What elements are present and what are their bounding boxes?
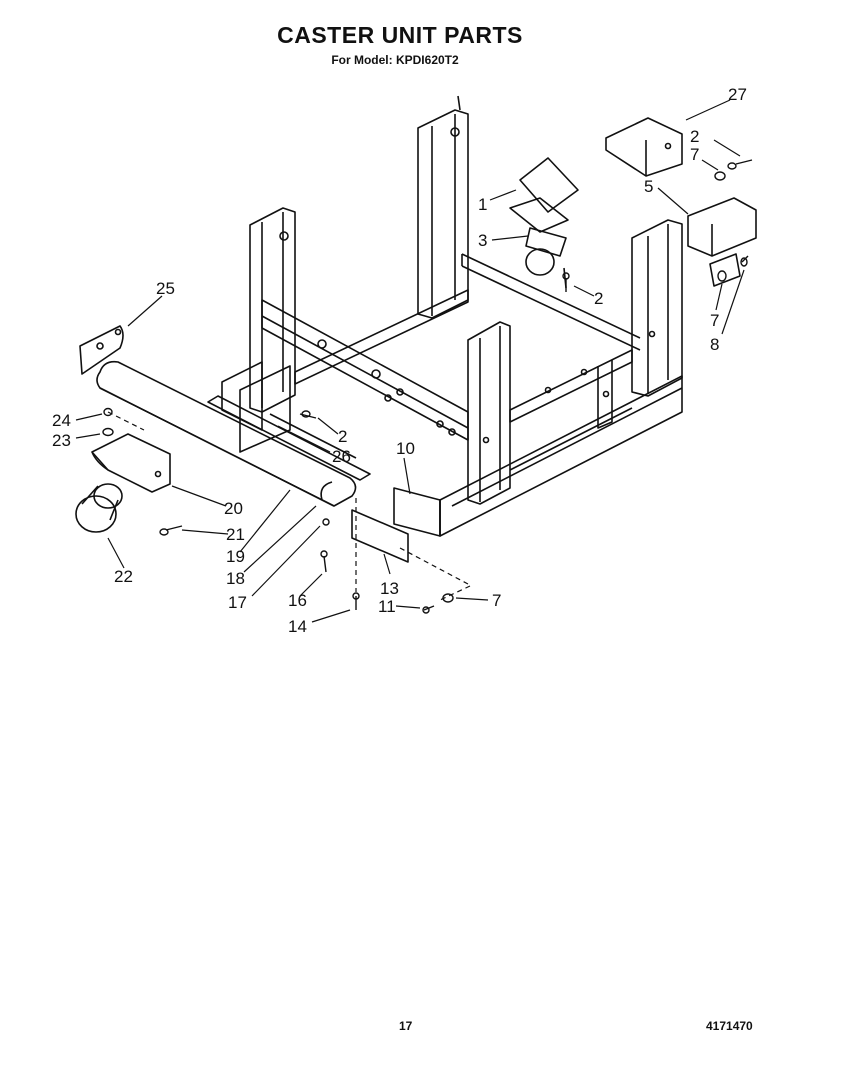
right-side-rail — [509, 349, 633, 429]
callout-14: 14 — [288, 617, 307, 636]
callout-25: 25 — [156, 279, 175, 298]
callout-numbers: 27 2 7 5 1 3 2 7 8 25 24 23 2 26 10 20 2… — [52, 85, 747, 636]
callout-11: 11 — [378, 597, 396, 616]
page-title: CASTER UNIT PARTS — [277, 22, 523, 48]
upper-cross-channel — [261, 299, 469, 441]
fasteners — [102, 159, 753, 614]
callout-21: 21 — [226, 525, 245, 544]
callout-7-bottom: 7 — [492, 591, 501, 610]
callout-19: 19 — [226, 547, 245, 566]
callout-27: 27 — [728, 85, 747, 104]
callout-18: 18 — [226, 569, 245, 588]
front-right-post — [631, 219, 683, 397]
front-left-caster-bracket — [91, 433, 171, 493]
callout-26: 26 — [332, 447, 351, 466]
callout-24: 24 — [52, 411, 71, 430]
toe-kick-panel — [96, 360, 357, 507]
model-subtitle: For Model: KPDI620T2 — [331, 53, 459, 67]
side-bracket-5 — [687, 197, 757, 257]
callout-23: 23 — [52, 431, 71, 450]
page-number: 17 — [399, 1019, 413, 1033]
callout-20: 20 — [224, 499, 243, 518]
small-plate-8 — [709, 253, 741, 287]
rear-right-post — [417, 95, 469, 319]
left-base-bracket — [207, 361, 371, 481]
callout-3: 3 — [478, 231, 487, 250]
callout-2-caster: 2 — [594, 289, 603, 308]
callout-7-top: 7 — [690, 145, 699, 164]
callout-leaders — [75, 99, 745, 623]
callout-16: 16 — [288, 591, 307, 610]
document-number: 4171470 — [706, 1019, 753, 1033]
base-frame — [439, 375, 683, 537]
callout-22: 22 — [114, 567, 133, 586]
rear-caster-assembly — [509, 157, 579, 289]
left-end-bracket-25 — [79, 325, 124, 375]
front-center-post — [467, 321, 511, 505]
rear-top-bracket-27 — [605, 117, 683, 177]
front-left-caster-wheel — [75, 483, 123, 533]
callout-17: 17 — [228, 593, 247, 612]
callout-5: 5 — [644, 177, 653, 196]
right-lower-bracket — [351, 487, 441, 563]
callout-2-top: 2 — [690, 127, 699, 146]
callout-10: 10 — [396, 439, 415, 458]
callout-8: 8 — [710, 335, 719, 354]
callout-2-left: 2 — [338, 427, 347, 446]
callout-1: 1 — [478, 195, 487, 214]
rear-cross-channel — [294, 253, 641, 385]
callout-13: 13 — [380, 579, 399, 598]
callout-7-right: 7 — [710, 311, 719, 330]
